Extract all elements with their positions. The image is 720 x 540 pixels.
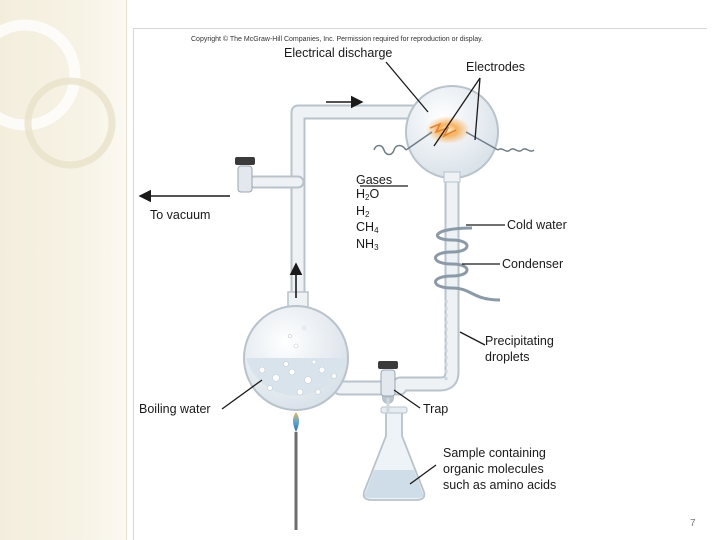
condenser-coil [434,226,501,302]
label-electrodes: Electrodes [466,60,526,74]
gas-list: H2O H2 CH4 NH3 [356,187,380,254]
label-condenser: Condenser [502,257,564,271]
label-trap: Trap [423,402,449,416]
label-sample-2: organic molecules [443,462,544,476]
label-sample-3: such as amino acids [443,478,557,492]
flow-arrows [138,95,364,298]
side-panel-edge [126,0,127,540]
gas-item: H2O [356,187,380,202]
page-number: 7 [690,518,696,529]
electrodes [373,131,535,156]
label-cold-water: Cold water [507,218,567,232]
sample-flask [362,398,426,501]
leader-lines [221,61,505,485]
gas-item: H2 [356,203,370,219]
gas-item: NH3 [356,236,379,252]
label-precipitating-droplets-1: Precipitating [485,334,554,348]
gas-item: CH4 [356,220,379,235]
copyright-notice: Copyright © The McGraw-Hill Companies, I… [191,36,484,43]
label-electrical-discharge: Electrical discharge [284,46,393,60]
trap-stopcock [378,361,398,397]
label-gases: Gases [356,173,393,187]
decorative-rings [0,19,116,169]
electrode-flask [405,85,499,183]
label-sample-1: Sample containing [443,446,546,460]
label-to-vacuum: To vacuum [150,208,211,222]
label-precipitating-droplets-2: droplets [485,350,530,364]
slide-frame [133,28,707,540]
burner [293,412,299,530]
label-boiling-water: Boiling water [139,402,211,416]
boiling-flask [243,291,349,411]
vacuum-stopcock [235,157,255,193]
decorative-side-panel [0,0,126,540]
